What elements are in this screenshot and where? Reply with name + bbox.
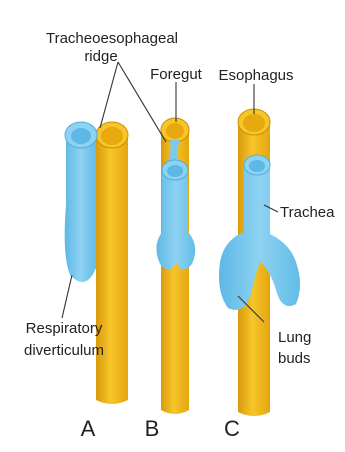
label-esophagus: Esophagus: [218, 67, 293, 84]
trachea-bud-b: [156, 170, 195, 270]
label-trachea: Trachea: [280, 204, 335, 221]
label-tracheoesophageal-ridge-line1: Tracheoesophageal: [46, 30, 178, 47]
panel-a-illustration: [65, 122, 128, 404]
panel-c-illustration: [219, 109, 300, 416]
respiratory-diverticulum-shape: [65, 135, 96, 282]
foregut-tube-a: [96, 135, 128, 404]
label-respiratory-diverticulum-line2: diverticulum: [24, 342, 104, 359]
label-lung-buds-line2: buds: [278, 350, 311, 367]
panel-label-c: C: [224, 416, 240, 441]
panel-b-illustration: [156, 118, 195, 414]
panel-label-a: A: [81, 416, 96, 441]
label-lung-buds-line1: Lung: [278, 329, 311, 346]
panel-label-b: B: [145, 416, 160, 441]
label-tracheoesophageal-ridge-line2: ridge: [84, 48, 117, 65]
label-foregut: Foregut: [150, 66, 203, 83]
label-respiratory-diverticulum-line1: Respiratory: [26, 320, 103, 337]
